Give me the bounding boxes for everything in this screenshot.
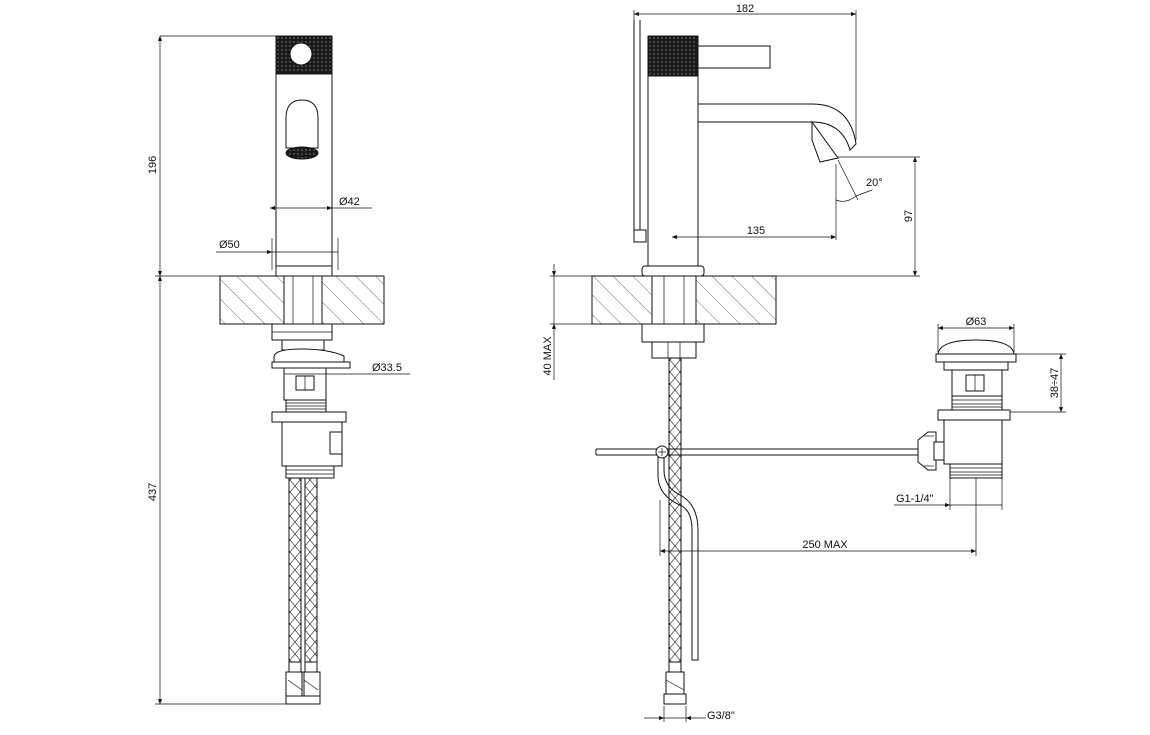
flexible-hose-right	[304, 477, 318, 663]
dim-adjust-range: 38÷47	[1010, 353, 1066, 413]
dim-spout-angle: 20°	[835, 159, 883, 202]
dim-38-47-label: 38÷47	[1049, 368, 1061, 399]
dim-diameter-33-5: Ø33.5	[284, 362, 410, 375]
spout-opening	[285, 99, 319, 149]
tap-body-side	[647, 75, 699, 267]
handle-lever	[697, 45, 771, 69]
shank-through-deck-side	[651, 275, 697, 325]
fixing-washer	[273, 348, 345, 363]
side-fixing-nut	[641, 323, 705, 343]
side-hose-nut	[665, 671, 685, 695]
dim-97-label: 97	[903, 210, 915, 222]
dim-63-label: Ø63	[966, 316, 987, 328]
dim-spout-reach: 135	[672, 164, 837, 240]
waste-linkage-connector	[917, 431, 937, 471]
dim-front-below-deck: 437	[147, 276, 286, 705]
dim-20-label: 20°	[866, 177, 883, 189]
waste-view: Ø63 38÷47 G1-1/4"	[894, 316, 1066, 510]
side-view: 182 135 97 20° 40	[542, 3, 977, 722]
side-drain-rod	[657, 454, 699, 661]
dim-diameter-63: Ø63	[937, 316, 1015, 352]
dim-diameter-50: Ø50	[216, 238, 339, 270]
dim-diameter-42: Ø42	[270, 196, 372, 211]
dim-outlet-thread: G1-1/4"	[894, 478, 1003, 510]
waste-nut	[937, 409, 1011, 421]
dim-spout-height: 97	[776, 156, 920, 277]
dim-g3-8-label: G3/8"	[707, 710, 735, 722]
dim-182-label: 182	[736, 3, 754, 15]
dim-g1-1-4-label: G1-1/4"	[896, 493, 934, 505]
dim-135-label: 135	[747, 225, 765, 237]
dim-overall-projection: 182	[633, 3, 857, 140]
shank-through-deck	[283, 275, 323, 325]
waste-cap	[937, 339, 1015, 355]
waste-thread	[951, 395, 1003, 411]
dim-33-5-label: Ø33.5	[372, 362, 402, 374]
shank-thread	[285, 399, 327, 413]
dim-50-label: Ø50	[219, 239, 240, 251]
aerator	[285, 146, 319, 160]
dim-196-label: 196	[147, 156, 159, 174]
dim-250-max-label: 250 MAX	[802, 539, 848, 551]
dim-42-label: Ø42	[339, 196, 360, 208]
dim-hose-thread: G3/8"	[644, 706, 735, 722]
fixing-nut-lower	[271, 411, 347, 423]
knurled-handle-side	[647, 35, 699, 77]
front-view: 196 437 Ø42 Ø50 Ø33.5	[147, 35, 410, 705]
dim-437-label: 437	[147, 483, 159, 501]
dim-front-height: 196	[147, 35, 276, 277]
flexible-hose-left	[288, 477, 302, 663]
dim-deck-thickness: 40 MAX	[542, 264, 642, 380]
handle-lever-end	[289, 42, 313, 66]
side-flexible-hose	[668, 357, 682, 663]
spout	[697, 103, 857, 151]
dim-rod-length: 250 MAX	[659, 476, 977, 556]
dim-40-max-label: 40 MAX	[542, 336, 554, 376]
